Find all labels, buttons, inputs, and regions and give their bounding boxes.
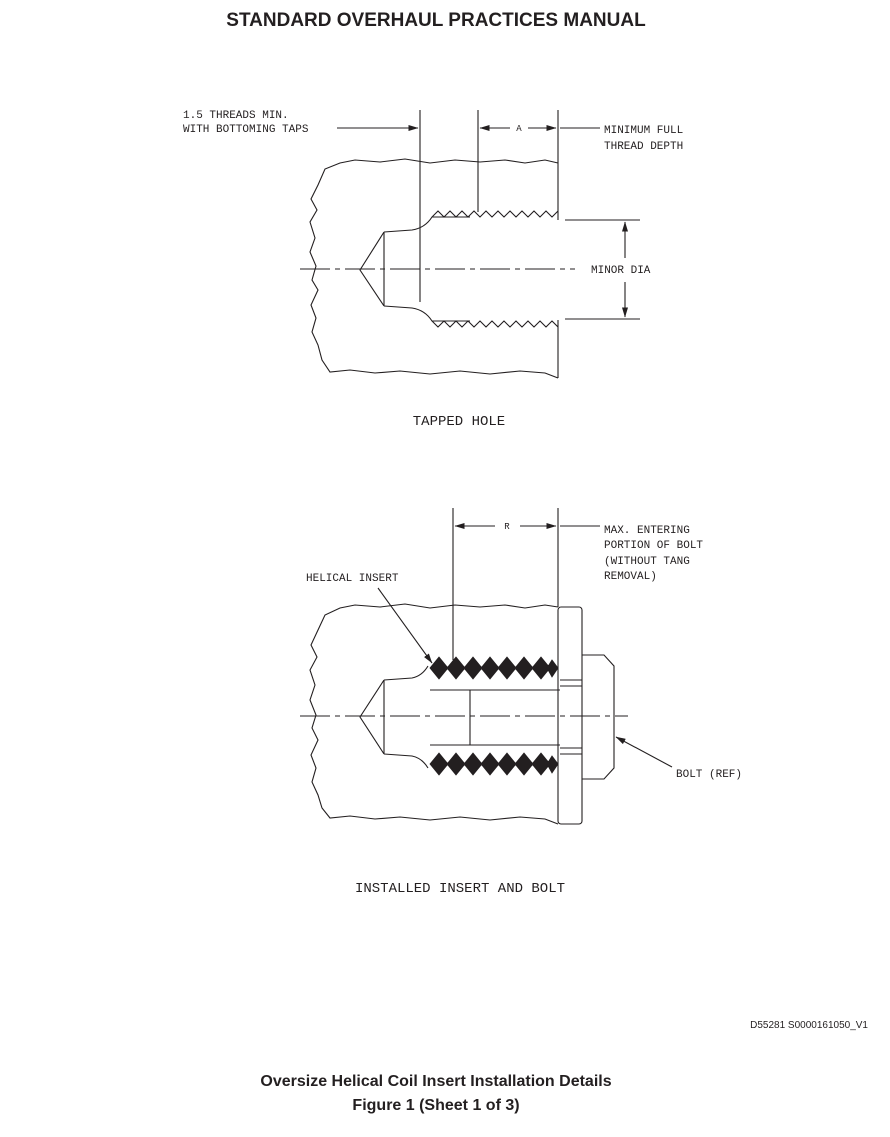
minor-dia-label: MINOR DIA [591, 265, 651, 277]
installed-insert-figure [300, 508, 673, 825]
bolt-portion-callout-line1: MAX. ENTERING [604, 525, 690, 537]
bottoming-taps-callout-line2: WITH BOTTOMING TAPS [183, 124, 309, 136]
installed-break-outline [309, 603, 559, 825]
bottoming-taps-callout-line1: 1.5 THREADS MIN. [183, 110, 289, 122]
helical-insert-coils [429, 656, 559, 776]
thread-depth-callout-line1: MINIMUM FULL [604, 125, 683, 137]
tapped-hole-caption: TAPPED HOLE [413, 414, 505, 430]
tapped-hole-break-outline [309, 158, 559, 379]
lower-coil-row [429, 752, 559, 776]
upper-coil-row [429, 656, 559, 680]
thread-depth-callout-line2: THREAD DEPTH [604, 141, 683, 153]
manual-title: STANDARD OVERHAUL PRACTICES MANUAL [226, 10, 646, 31]
installed-insert-caption: INSTALLED INSERT AND BOLT [355, 881, 565, 897]
lower-thread-teeth [431, 320, 559, 328]
bolt-portion-callout-line4: REMOVAL) [604, 571, 657, 583]
figure-title: Oversize Helical Coil Insert Installatio… [260, 1073, 612, 1090]
upper-thread-teeth [431, 210, 559, 218]
dimension-a-label: A [516, 124, 522, 134]
bolt-portion-callout-line2: PORTION OF BOLT [604, 540, 703, 552]
bolt-ref-label: BOLT (REF) [676, 769, 742, 781]
helical-insert-label: HELICAL INSERT [306, 573, 399, 585]
tapped-hole-figure [300, 110, 640, 379]
figure-number: Figure 1 (Sheet 1 of 3) [352, 1097, 520, 1114]
dimension-r-label: R [504, 522, 510, 532]
bolt-portion-callout-line3: (WITHOUT TANG [604, 556, 690, 568]
figure-id: D55281 S0000161050_V1 [750, 1020, 868, 1031]
